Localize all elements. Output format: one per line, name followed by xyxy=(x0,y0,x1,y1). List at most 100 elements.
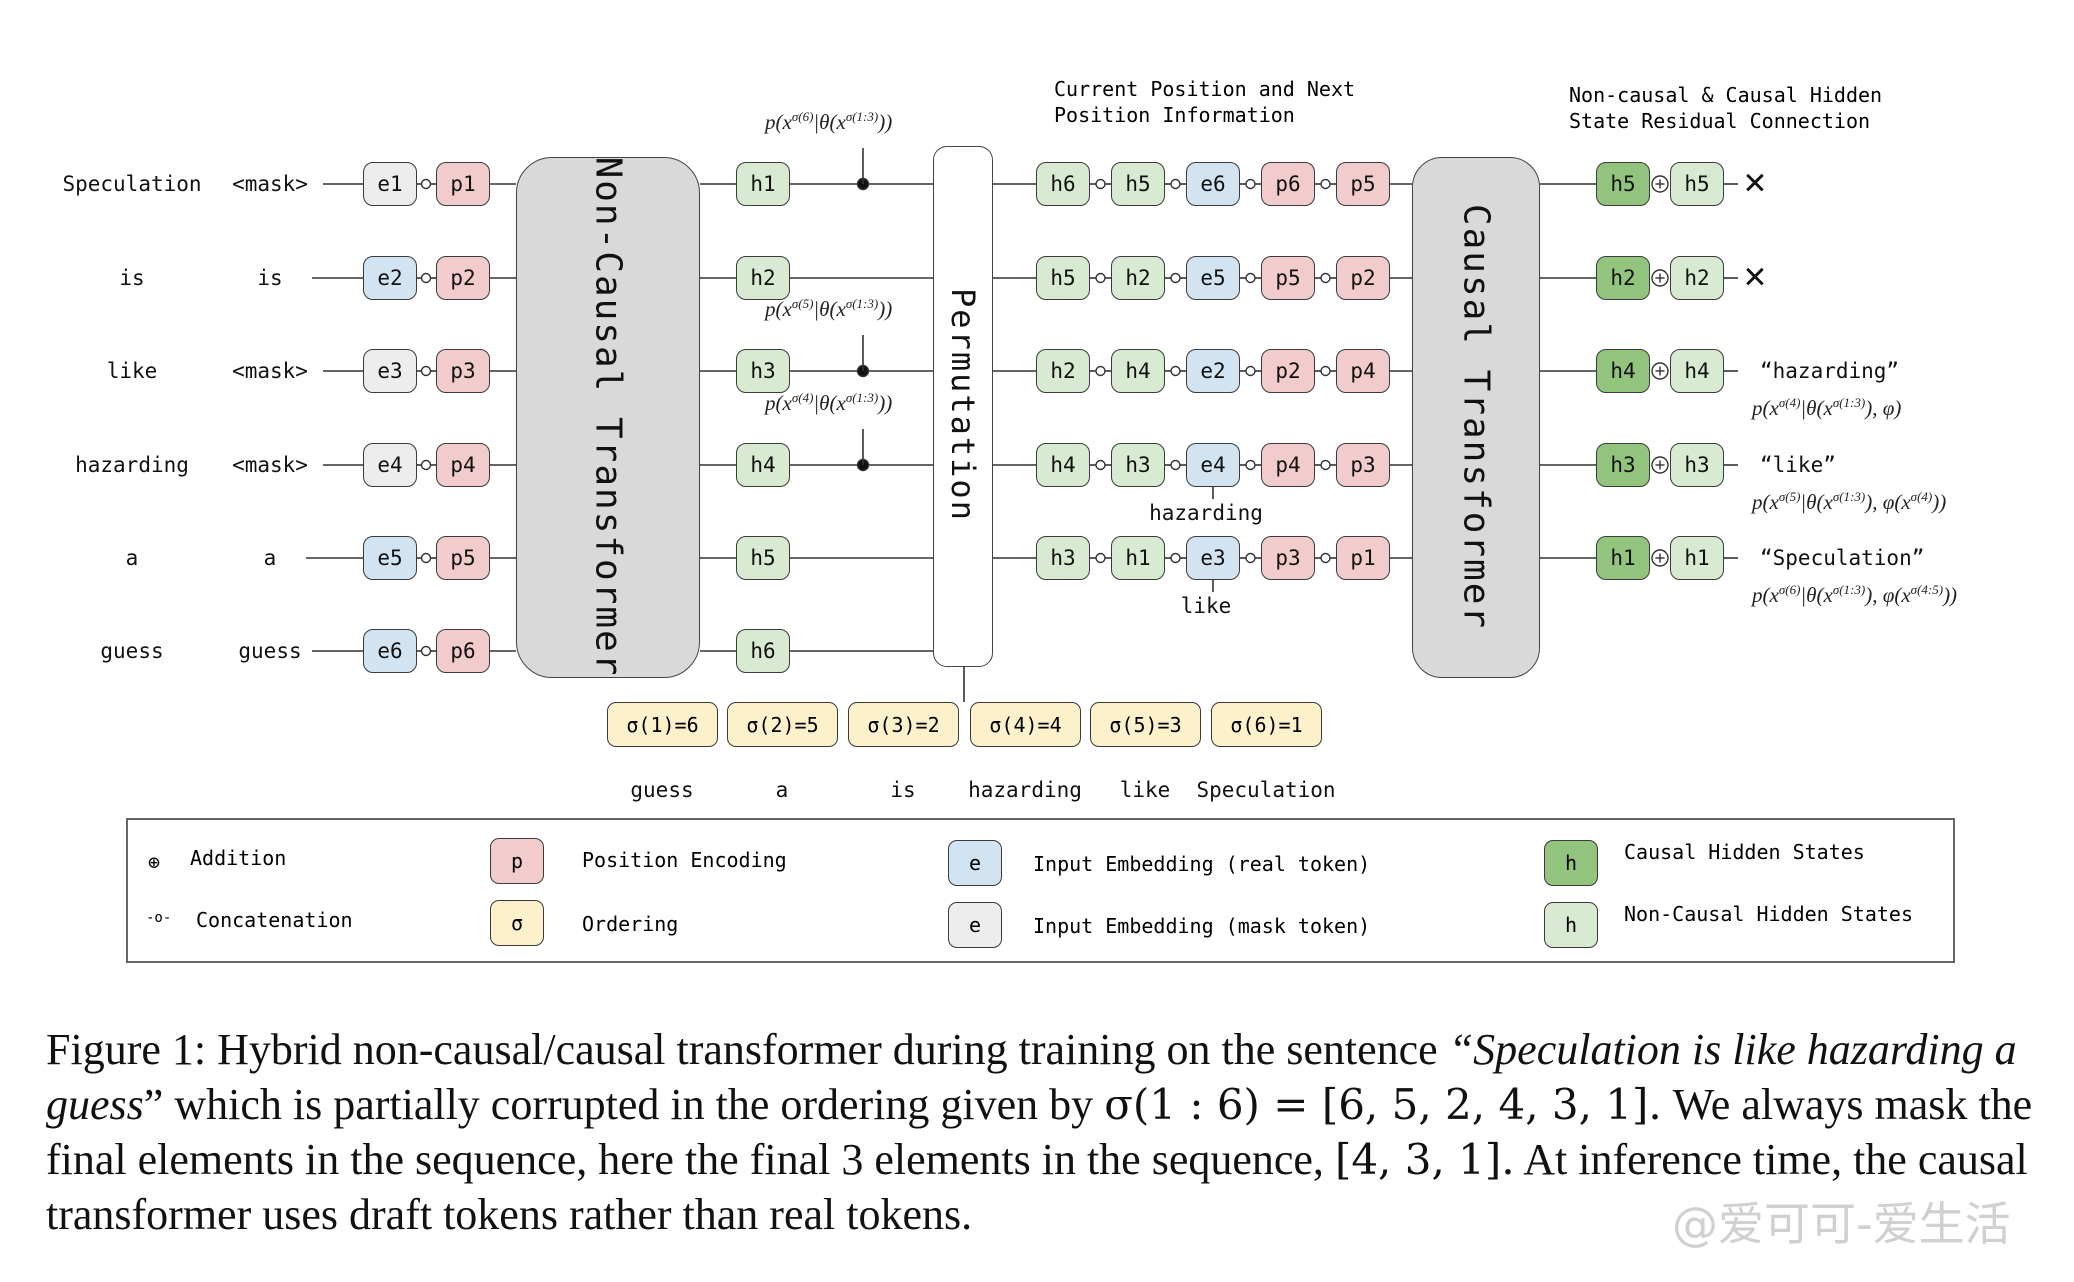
noncausal-prediction-formula: p(xσ(4)|θ(xσ(1:3))) xyxy=(765,390,893,415)
permuted-input-box: h4 xyxy=(1111,349,1165,393)
permuted-input-box: h4 xyxy=(1036,443,1090,487)
permuted-input-box: h6 xyxy=(1036,162,1090,206)
noncausal-hidden-box: h3 xyxy=(736,349,790,393)
input-token: hazarding xyxy=(75,453,189,477)
ordering-box: σ(4)=4 xyxy=(970,702,1081,747)
noncausal-hidden-box: h4 xyxy=(736,443,790,487)
permuted-input-box: e2 xyxy=(1186,349,1240,393)
permuted-input-box: p3 xyxy=(1261,536,1315,580)
non-causal-transformer-label: Non-Causal Transformer xyxy=(587,156,629,678)
concatenation-icon xyxy=(420,365,432,377)
masked-input-token: is xyxy=(257,266,283,290)
legend-addition-label: Addition xyxy=(190,846,287,870)
permuted-input-box: p2 xyxy=(1336,256,1390,300)
causal-hidden-box: h2 xyxy=(1596,256,1650,300)
ordering-box: σ(2)=5 xyxy=(727,702,838,747)
concatenation-icon xyxy=(1095,178,1106,190)
permutation-block xyxy=(933,146,993,667)
current-next-position-note: Current Position and Next Position Infor… xyxy=(1054,77,1356,127)
caption-part3: We always mask the final elements in the… xyxy=(46,1080,2033,1184)
permuted-input-box: p4 xyxy=(1261,443,1315,487)
legend-position-swatch: p xyxy=(490,838,544,884)
legend-noncausal-hidden-label: Non-Causal Hidden States xyxy=(1624,902,1913,926)
permuted-input-box: h5 xyxy=(1111,162,1165,206)
legend-real-embedding-swatch: e xyxy=(948,840,1002,886)
addition-icon: ⊕ xyxy=(148,850,161,874)
causal-prediction-formula: p(xσ(4)|θ(xσ(1:3)), φ) xyxy=(1752,395,1902,420)
caption-part2: which is partially corrupted in the orde… xyxy=(163,1080,1105,1129)
permuted-input-box: p5 xyxy=(1261,256,1315,300)
concatenation-icon xyxy=(420,459,432,471)
ordering-word: guess xyxy=(630,778,694,802)
concatenation-icon xyxy=(1170,272,1181,284)
predicted-token-label: “Speculation” xyxy=(1760,546,1925,570)
legend: ⊕ Addition -o- Concatenation p Position … xyxy=(126,818,1955,963)
caption-part4: At inference time, the causal transforme… xyxy=(46,1135,2028,1239)
causal-transformer-label: Causal Transformer xyxy=(1455,203,1497,631)
concatenation-icon xyxy=(1170,178,1181,190)
masked-input-token: a xyxy=(263,546,277,570)
ordering-box: σ(1)=6 xyxy=(607,702,718,747)
noncausal-residual-box: h3 xyxy=(1670,443,1724,487)
permutation-label: Permutation xyxy=(944,288,982,522)
concatenation-icon xyxy=(420,645,432,657)
input-token: is xyxy=(119,266,145,290)
causal-hidden-box: h4 xyxy=(1596,349,1650,393)
masked-input-token: <mask> xyxy=(232,359,308,383)
ordering-word: Speculation xyxy=(1196,778,1336,802)
permuted-input-box: p4 xyxy=(1336,349,1390,393)
permuted-input-box: h3 xyxy=(1036,536,1090,580)
concatenation-icon xyxy=(1095,459,1106,471)
caption-quote-close: ” xyxy=(143,1080,164,1129)
ordering-box: σ(5)=3 xyxy=(1090,702,1201,747)
discard-icon: ✕ xyxy=(1742,260,1768,296)
legend-ordering-swatch: σ xyxy=(490,900,544,946)
ordering-box: σ(6)=1 xyxy=(1211,702,1322,747)
concatenation-icon xyxy=(1320,552,1331,564)
causal-prediction-formula: p(xσ(6)|θ(xσ(1:3)), φ(xσ(4:5))) xyxy=(1752,582,1958,607)
caption-math-ordering: σ(1 : 6) = [6, 5, 2, 4, 3, 1]. xyxy=(1104,1080,1662,1129)
noncausal-hidden-box: h5 xyxy=(736,536,790,580)
permuted-input-box: e3 xyxy=(1186,536,1240,580)
ordering-word: a xyxy=(775,778,789,802)
noncausal-residual-box: h5 xyxy=(1670,162,1724,206)
position-encoding-box: p6 xyxy=(436,629,490,673)
ordering-box: σ(3)=2 xyxy=(848,702,959,747)
permuted-input-box: e5 xyxy=(1186,256,1240,300)
embedding-box: e3 xyxy=(363,349,417,393)
non-causal-transformer-block xyxy=(516,157,700,678)
concatenation-icon xyxy=(1320,178,1331,190)
embedding-box: e2 xyxy=(363,256,417,300)
position-encoding-box: p4 xyxy=(436,443,490,487)
concatenation-icon xyxy=(1170,459,1181,471)
embedding-box: e4 xyxy=(363,443,417,487)
permuted-input-box: h1 xyxy=(1111,536,1165,580)
masked-input-token: guess xyxy=(238,639,302,663)
legend-causal-hidden-swatch: h xyxy=(1544,840,1598,886)
noncausal-prediction-formula: p(xσ(5)|θ(xσ(1:3))) xyxy=(765,296,893,321)
concatenation-icon xyxy=(420,552,432,564)
causal-prediction-formula: p(xσ(5)|θ(xσ(1:3)), φ(xσ(4))) xyxy=(1752,489,1947,514)
permuted-input-box: h5 xyxy=(1036,256,1090,300)
permuted-input-box: p2 xyxy=(1261,349,1315,393)
ordering-word: hazarding xyxy=(968,778,1082,802)
caption-prefix: Figure 1: Hybrid non-causal/causal trans… xyxy=(46,1025,1449,1074)
legend-concatenation-label: Concatenation xyxy=(196,908,353,932)
permuted-input-box: p1 xyxy=(1336,536,1390,580)
legend-mask-embedding-swatch: e xyxy=(948,902,1002,948)
causal-hidden-box: h5 xyxy=(1596,162,1650,206)
legend-causal-hidden-label: Causal Hidden States xyxy=(1624,840,1865,864)
input-token: a xyxy=(125,546,139,570)
legend-position-label: Position Encoding xyxy=(582,848,787,872)
concatenation-icon xyxy=(420,272,432,284)
legend-ordering-label: Ordering xyxy=(582,912,679,936)
permuted-input-box: p3 xyxy=(1336,443,1390,487)
permuted-input-box: p5 xyxy=(1336,162,1390,206)
permuted-input-box: e4 xyxy=(1186,443,1240,487)
concatenation-icon xyxy=(1320,365,1331,377)
noncausal-hidden-box: h2 xyxy=(736,256,790,300)
permuted-input-box: p6 xyxy=(1261,162,1315,206)
noncausal-residual-box: h2 xyxy=(1670,256,1724,300)
legend-noncausal-hidden-swatch: h xyxy=(1544,902,1598,948)
